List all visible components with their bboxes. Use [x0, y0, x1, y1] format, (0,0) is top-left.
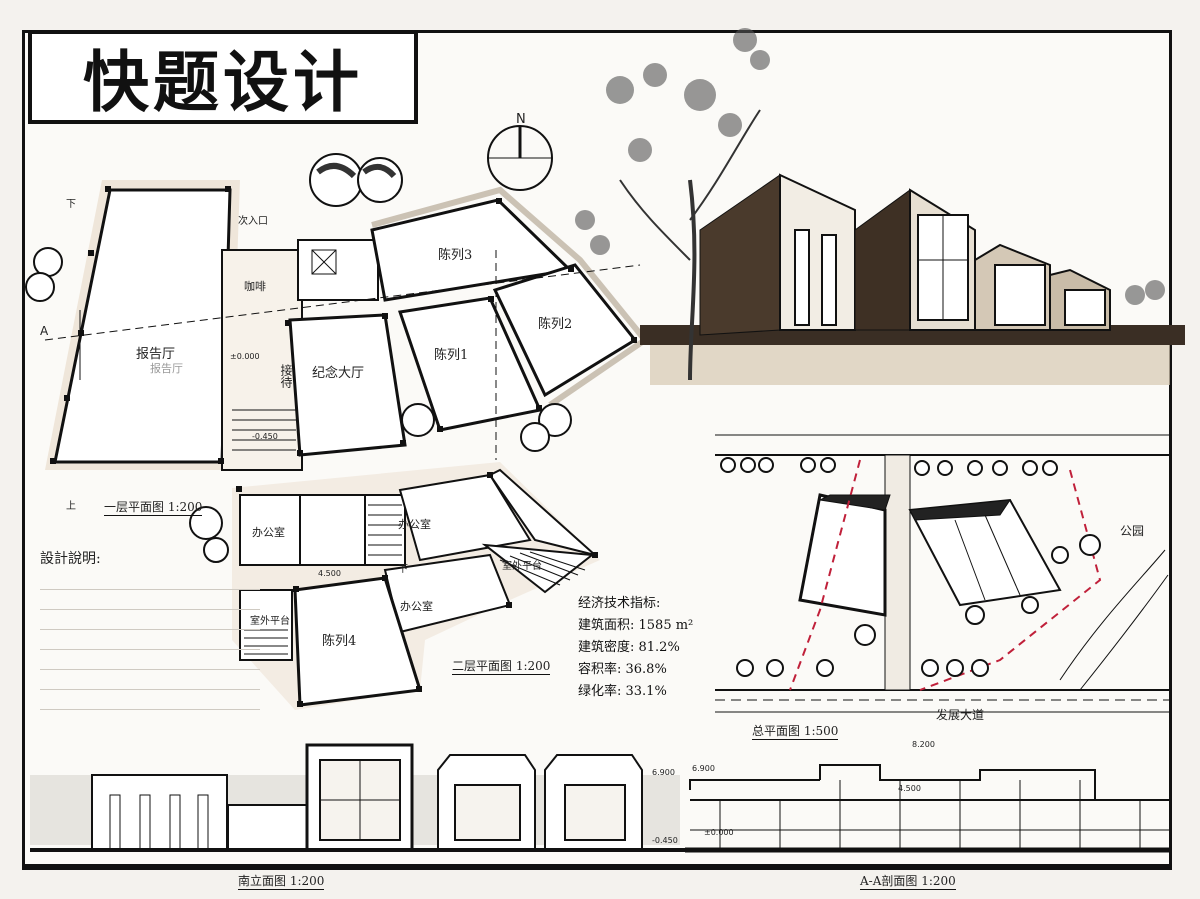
room-exhibit-4: 陈列4	[322, 634, 357, 649]
south-elevation	[30, 743, 685, 852]
site-road-label: 发展大道	[936, 708, 985, 722]
plan2-caption: 二层平面图 1:200	[452, 659, 551, 675]
room-auditorium: 报告厅	[136, 347, 176, 362]
tech-indicators-heading: 经济技术指标:	[578, 596, 661, 611]
second-floor-plan	[189, 462, 600, 710]
north-compass	[487, 125, 553, 191]
room-exhibit-3: 陈列3	[438, 248, 473, 263]
site-caption: 总平面图 1:500	[752, 724, 839, 740]
tech-indicators: 经济技术指标: 建筑面积: 1585 m² 建筑密度: 81.2% 容积率: 3…	[578, 593, 718, 703]
elevation-caption: 南立面图 1:200	[238, 874, 325, 890]
room-auditorium-note: 报告厅	[150, 362, 183, 375]
elevation-mark-top: 6.900	[652, 768, 675, 777]
room-office-1: 办公室	[252, 526, 285, 539]
room-coffee: 咖啡	[244, 280, 266, 293]
plan1-caption: 一层平面图 1:200	[104, 500, 203, 516]
design-notes-lines	[40, 570, 260, 720]
elev-mark-plan2: 4.500	[318, 569, 341, 578]
elevation-mark-bottom: -0.450	[652, 836, 678, 845]
section-mark-top: 8.200	[912, 740, 935, 749]
section-mark-ground: ±0.000	[704, 828, 734, 837]
stat-density: 建筑密度: 81.2%	[578, 640, 680, 655]
down-mark-plan2: 下	[398, 564, 408, 575]
section-caption: A-A剖面图 1:200	[860, 874, 956, 890]
title-block: 快题设计	[28, 30, 418, 124]
section-mark-mid: 6.900	[692, 764, 715, 773]
elev-mark-plan1: ±0.000	[230, 352, 260, 361]
room-memorial-hall: 纪念大厅	[312, 366, 365, 381]
room-entrance: 次入口	[238, 216, 268, 227]
design-notes-heading: 設計說明:	[40, 551, 101, 567]
perspective-sketch	[575, 28, 1185, 385]
room-office-2: 办公室	[398, 518, 431, 531]
sheet-title: 快题设计	[83, 43, 363, 121]
room-terrace-2: 室外平台	[502, 561, 542, 572]
section-mark-floor: 4.500	[898, 784, 921, 793]
room-exhibit-2: 陈列2	[538, 317, 573, 332]
elev-mark2-plan1: -0.450	[252, 432, 278, 441]
first-floor-plan	[25, 153, 650, 471]
up-mark: 上	[66, 501, 76, 512]
down-mark: 下	[66, 199, 76, 210]
stat-greening: 绿化率: 33.1%	[578, 684, 667, 699]
room-exhibit-1: 陈列1	[434, 348, 469, 363]
section-mark-a: A	[40, 324, 49, 338]
compass-label: N	[516, 112, 526, 127]
room-office-3: 办公室	[400, 600, 433, 613]
site-plan	[715, 434, 1170, 713]
section-aa	[685, 764, 1172, 853]
stat-ratio: 容积率: 36.8%	[578, 662, 667, 677]
room-reception: 接待	[279, 364, 293, 388]
site-park-label: 公园	[1120, 524, 1145, 538]
room-terrace-1: 室外平台	[250, 616, 290, 627]
stat-area: 建筑面积: 1585 m²	[578, 618, 694, 633]
